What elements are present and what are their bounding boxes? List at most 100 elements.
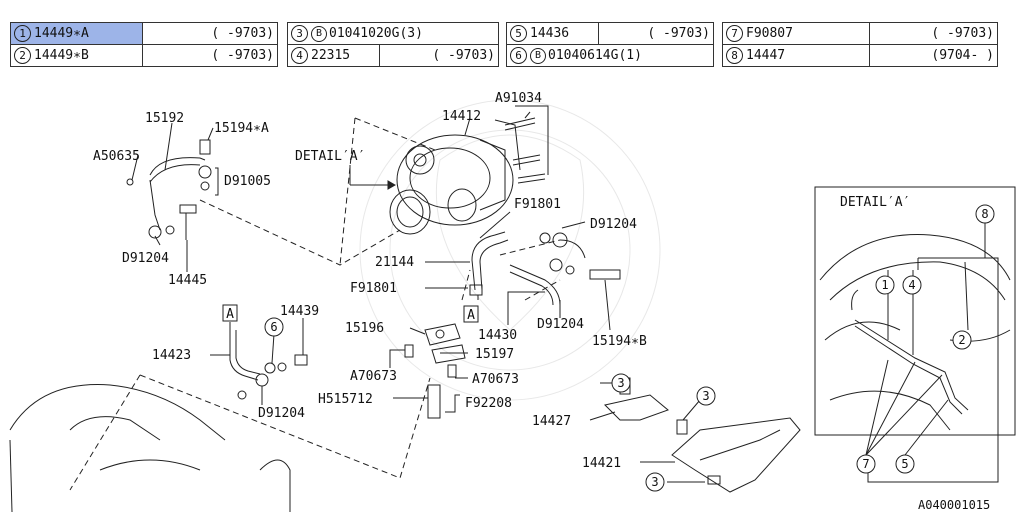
label-14427: 14427 <box>532 414 571 429</box>
date-range: ( -9703) <box>598 22 714 45</box>
part-number: F90807 <box>746 26 793 41</box>
callout-badge: 2 <box>14 47 31 64</box>
callout-3: 3 <box>702 389 709 403</box>
label-f91801: F91801 <box>350 281 397 296</box>
watermark-emblem <box>359 99 661 401</box>
label-d91204: D91204 <box>590 217 637 232</box>
label-14412: 14412 <box>442 109 481 124</box>
pipe-14423 <box>229 330 308 400</box>
callout-3: 3 <box>651 475 658 489</box>
part-number: 14436 <box>530 26 570 41</box>
turbocharger-drawing <box>389 119 521 235</box>
callout-badge: 4 <box>291 47 308 64</box>
engine-outline <box>9 384 291 512</box>
label-d91005: D91005 <box>224 174 271 189</box>
bracket-14421 <box>671 417 801 493</box>
label-detail-a-pointer: DETAIL′A′ <box>295 149 365 164</box>
callout-4: 4 <box>908 278 915 292</box>
label-14423: 14423 <box>152 348 191 363</box>
label-15197: 15197 <box>475 347 514 362</box>
reference-box-a <box>222 304 238 322</box>
callout-badge: 8 <box>726 47 743 64</box>
callout-7: 7 <box>862 457 869 471</box>
label-15194a: 15194∗A <box>214 121 269 136</box>
leader-lines <box>131 105 705 483</box>
part-number: 01041020G(3) <box>329 26 423 41</box>
oil-pipe-14430 <box>509 232 621 306</box>
callout-6: 6 <box>270 320 277 334</box>
callout-badge: 3 <box>291 25 308 42</box>
date-range: ( -9703) <box>869 22 998 45</box>
oil-pipe-15192 <box>126 139 212 240</box>
detail-a-box <box>814 186 1016 436</box>
reference-a-label: A <box>226 307 234 322</box>
guide-lines <box>69 117 561 491</box>
label-d91204: D91204 <box>258 406 305 421</box>
detail-a-drawing <box>819 222 1011 483</box>
reference-a-label: A <box>467 308 475 323</box>
label-15192: 15192 <box>145 111 184 126</box>
part-number: 14449∗B <box>34 48 89 63</box>
callout-badge: 5 <box>510 25 527 42</box>
callout-badge: 6 <box>510 47 527 64</box>
part-number: 01040614G(1) <box>548 48 642 63</box>
label-15196: 15196 <box>345 321 384 336</box>
callout-badge: 7 <box>726 25 743 42</box>
diagram-code: A040001015 <box>918 498 990 512</box>
bolt-set-a91034 <box>504 117 546 184</box>
callout-badge: 1 <box>14 25 31 42</box>
detail-a-title: DETAIL′A′ <box>840 195 910 210</box>
date-range: ( -9703) <box>142 44 278 67</box>
callout-8: 8 <box>981 207 988 221</box>
gasket-15196 <box>404 323 466 419</box>
callout-2: 2 <box>958 333 965 347</box>
label-14445: 14445 <box>168 273 207 288</box>
label-a70673: A70673 <box>472 372 519 387</box>
label-a50635: A50635 <box>93 149 140 164</box>
label-d91204: D91204 <box>122 251 169 266</box>
callout-1: 1 <box>881 278 888 292</box>
date-range: (9704- ) <box>869 44 998 67</box>
label-14421: 14421 <box>582 456 621 471</box>
label-d91204: D91204 <box>537 317 584 332</box>
callout-5: 5 <box>901 457 908 471</box>
label-15194b: 15194∗B <box>592 334 647 349</box>
bolt-icon: B <box>530 47 546 64</box>
label-21144: 21144 <box>375 255 414 270</box>
label-f91801: F91801 <box>514 197 561 212</box>
label-a70673: A70673 <box>350 369 397 384</box>
label-f92208: F92208 <box>465 396 512 411</box>
bolt-icon: B <box>311 25 327 42</box>
label-h515712: H515712 <box>318 392 373 407</box>
reference-box-a <box>463 305 479 323</box>
part-number: 22315 <box>311 48 351 63</box>
arrow-icon <box>387 180 397 190</box>
date-range: ( -9703) <box>379 44 499 67</box>
label-14439: 14439 <box>280 304 319 319</box>
callout-3: 3 <box>617 376 624 390</box>
part-number: 14447 <box>746 48 786 63</box>
part-number: 14449∗A <box>34 26 89 41</box>
label-a91034: A91034 <box>495 91 542 106</box>
label-14430: 14430 <box>478 328 517 343</box>
oil-return-pipe-21144 <box>469 231 509 296</box>
